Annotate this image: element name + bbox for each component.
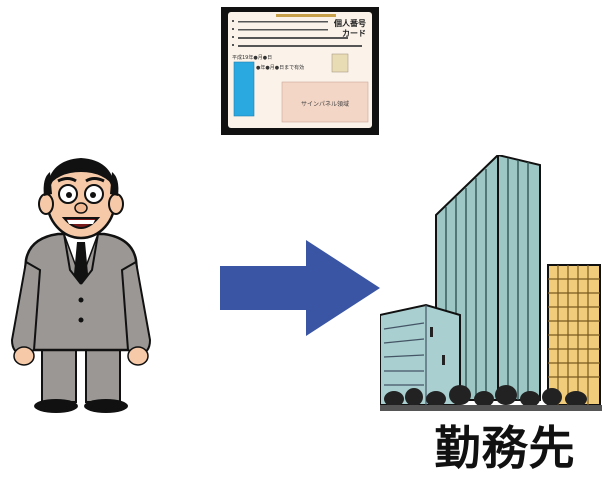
office-building-illustration — [380, 155, 602, 411]
card-title-line1: 個人番号 — [333, 18, 366, 28]
tower-mullions — [445, 158, 529, 400]
card-sign-panel — [281, 81, 369, 123]
jacket — [16, 232, 146, 352]
my-number-card: 個人番号 カード 平成19年●月●日 ●年●月●日まで有効 サインパネル領域 — [221, 7, 379, 135]
card-dob-text: 平成19年●月●日 — [232, 54, 272, 61]
card-title-line2: カード — [342, 29, 366, 38]
caption-workplace: 勤務先 — [434, 421, 576, 475]
person-illustration — [10, 158, 152, 413]
card-text-lines — [232, 20, 362, 47]
card-expiry-text: ●年●月●日まで有効 — [256, 64, 304, 71]
card-sign-text: サインパネル領域 — [301, 100, 349, 108]
right-shoe — [84, 399, 128, 413]
necktie — [74, 242, 88, 284]
card-hologram-strip — [276, 14, 336, 17]
card-ic-chip — [331, 53, 349, 73]
trees — [384, 385, 587, 407]
hair — [47, 158, 115, 188]
right-arrow-icon — [220, 240, 380, 336]
right-hand — [127, 346, 149, 366]
card-photo — [233, 61, 255, 117]
left-shoe — [34, 399, 78, 413]
left-hand — [13, 346, 35, 366]
